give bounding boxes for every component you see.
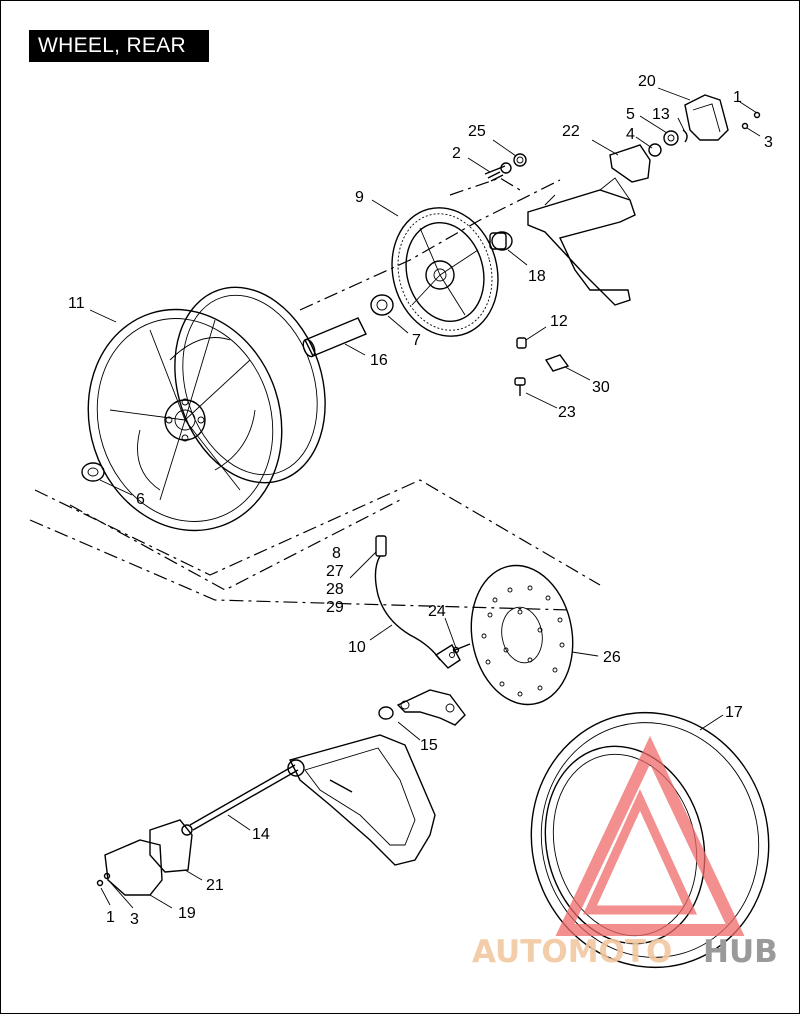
callout-20: 20 [638,73,656,90]
assembly-boundary-lines [29,177,601,611]
callout-8: 8 [332,545,341,562]
axle-adjuster-loop [609,144,651,183]
watermark-logo [555,735,745,936]
axle-end-cover [684,94,729,141]
callout-18: 18 [528,268,546,285]
callout-15: 15 [420,737,438,754]
callout-23: 23 [558,404,576,421]
swingarm [287,734,436,866]
callout-16: 16 [370,352,388,369]
callout-27: 27 [326,563,344,580]
callout-5: 5 [626,106,635,123]
callout-2: 2 [452,145,461,162]
callout-13: 13 [652,106,670,123]
callout-29: 29 [326,599,344,616]
callout-leader-lines [89,87,761,909]
callout-26: 26 [603,649,621,666]
callout-17: 17 [725,704,743,721]
sprocket-spacer [489,231,513,251]
callout-12: 12 [550,313,568,330]
callout-30: 30 [592,379,610,396]
wheel-bearing-right [370,294,394,316]
callout-28: 28 [326,581,344,598]
axle-adjuster-bracket [527,177,636,306]
watermark-part1: AUTOMOTO [472,934,672,970]
callout-9: 9 [355,189,364,206]
callout-10: 10 [348,639,366,656]
hardware-small-parts [484,111,761,396]
callout-19: 19 [178,905,196,922]
callout-11: 11 [68,295,85,312]
watermark-part2: HUB [703,934,778,970]
callout-3-top: 3 [764,134,773,151]
rear-brake-rotor [470,564,574,706]
callout-22: 22 [562,123,580,140]
rear-axle [181,764,299,836]
callout-6: 6 [136,491,145,508]
axle-spacer-sleeve [302,317,367,358]
axle-adjuster-plate [149,819,193,873]
rear-belt-sprocket [391,207,499,337]
wheel-bearing-left [81,462,105,482]
caliper-mounting-bracket [378,689,466,726]
callout-21: 21 [206,877,224,894]
callout-1-bottom: 1 [106,909,115,926]
callout-3-bottom: 3 [130,911,139,928]
wheel-speed-sensor [374,535,461,669]
left-axle-cover [96,839,163,896]
rear-wheel-rim [87,286,326,532]
callout-7: 7 [412,332,421,349]
page-title: WHEEL, REAR [29,30,209,62]
callout-24: 24 [428,603,446,620]
callout-labels: 1 20 3 5 13 4 22 25 2 9 18 11 7 16 12 30… [68,73,773,928]
callout-4: 4 [626,126,635,143]
watermark-text: AUTOMOTO HUB [472,934,778,970]
callout-25: 25 [468,123,486,140]
callout-1-top: 1 [733,89,742,106]
callout-14: 14 [252,826,270,843]
